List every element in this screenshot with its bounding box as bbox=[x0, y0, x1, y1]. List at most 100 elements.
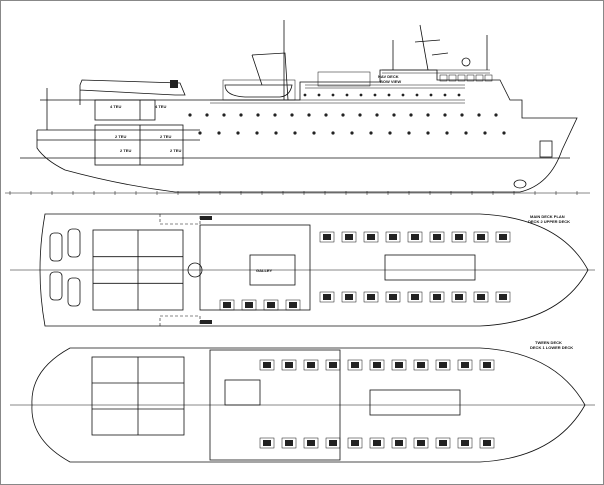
seat-block bbox=[263, 299, 279, 311]
crane bbox=[79, 79, 186, 105]
upper-title-line-2: DECK 2 UPPER DECK bbox=[528, 219, 570, 224]
seat-block bbox=[219, 299, 235, 311]
seat-icon bbox=[373, 440, 381, 446]
seat-icon bbox=[307, 362, 315, 368]
porthole bbox=[494, 113, 498, 117]
seat-block bbox=[319, 291, 335, 303]
porthole bbox=[256, 113, 260, 117]
profile-title-line-2: BOW VIEW bbox=[380, 79, 401, 84]
porthole bbox=[345, 93, 349, 97]
seat-block bbox=[341, 231, 357, 243]
bridge-window bbox=[439, 74, 448, 82]
seat-icon bbox=[455, 294, 463, 300]
seat-icon bbox=[483, 362, 491, 368]
porthole bbox=[359, 93, 363, 97]
seat-icon bbox=[389, 234, 397, 240]
seat-block bbox=[473, 231, 489, 243]
cargo-label: 2 TEU bbox=[120, 148, 131, 153]
porthole bbox=[331, 131, 335, 135]
seat-icon bbox=[289, 302, 297, 308]
seat-icon bbox=[367, 294, 375, 300]
seat-icon bbox=[245, 302, 253, 308]
bridge-window bbox=[484, 74, 493, 82]
porthole bbox=[401, 93, 405, 97]
seat-block bbox=[429, 291, 445, 303]
porthole bbox=[464, 131, 468, 135]
seat-block bbox=[435, 359, 451, 371]
seat-icon bbox=[267, 302, 275, 308]
bridge-window bbox=[475, 74, 484, 82]
seat-icon bbox=[307, 440, 315, 446]
lower-title-line-1: TWEEN DECK bbox=[535, 340, 562, 345]
cargo-label: 4 TEU bbox=[155, 104, 166, 109]
porthole bbox=[303, 93, 307, 97]
porthole bbox=[445, 131, 449, 135]
porthole bbox=[477, 113, 481, 117]
main-mast bbox=[414, 24, 449, 71]
porthole bbox=[375, 113, 379, 117]
seat-block bbox=[435, 437, 451, 449]
porthole bbox=[236, 131, 240, 135]
seat-block bbox=[303, 437, 319, 449]
seat-icon bbox=[329, 362, 337, 368]
porthole bbox=[443, 113, 447, 117]
seat-block bbox=[385, 231, 401, 243]
porthole bbox=[307, 113, 311, 117]
seat-block bbox=[457, 437, 473, 449]
porthole bbox=[350, 131, 354, 135]
seat-icon bbox=[223, 302, 231, 308]
car-icon bbox=[67, 228, 81, 258]
seat-icon bbox=[285, 362, 293, 368]
seat-icon bbox=[433, 294, 441, 300]
porthole bbox=[188, 113, 192, 117]
seat-icon bbox=[345, 294, 353, 300]
seat-block bbox=[347, 359, 363, 371]
seat-block bbox=[341, 291, 357, 303]
seat-icon bbox=[417, 362, 425, 368]
seat-block bbox=[479, 359, 495, 371]
seat-block bbox=[363, 231, 379, 243]
seat-icon bbox=[373, 362, 381, 368]
porthole bbox=[222, 113, 226, 117]
porthole bbox=[483, 131, 487, 135]
seat-block bbox=[319, 231, 335, 243]
seat-block bbox=[495, 291, 511, 303]
upper-title-line-1: MAIN DECK PLAN bbox=[530, 214, 565, 219]
seat-block bbox=[241, 299, 257, 311]
seat-block bbox=[407, 291, 423, 303]
seat-block bbox=[407, 231, 423, 243]
car-icon bbox=[49, 271, 63, 301]
porthole bbox=[409, 113, 413, 117]
hull-outline bbox=[36, 69, 578, 193]
porthole bbox=[387, 93, 391, 97]
porthole bbox=[369, 131, 373, 135]
porthole bbox=[293, 131, 297, 135]
car-icon bbox=[49, 232, 63, 262]
seat-block bbox=[385, 291, 401, 303]
porthole bbox=[460, 113, 464, 117]
seat-icon bbox=[285, 440, 293, 446]
seat-block bbox=[391, 359, 407, 371]
seat-icon bbox=[461, 362, 469, 368]
seat-icon bbox=[329, 440, 337, 446]
lifeboat bbox=[224, 84, 293, 98]
seat-icon bbox=[499, 294, 507, 300]
upper-deck-plan: MAIN DECK PLAN DECK 2 UPPER DECK GALLEY bbox=[10, 213, 595, 327]
profile-title-line-1: NAV DECK bbox=[378, 74, 399, 79]
cargo-label: 2 TEU bbox=[115, 134, 126, 139]
seat-block bbox=[451, 291, 467, 303]
porthole bbox=[457, 93, 461, 97]
porthole bbox=[255, 131, 259, 135]
porthole bbox=[341, 113, 345, 117]
upper-deck-outline bbox=[39, 213, 589, 327]
bridge-window bbox=[457, 74, 466, 82]
seat-icon bbox=[477, 294, 485, 300]
seat-block bbox=[259, 359, 275, 371]
seat-icon bbox=[411, 294, 419, 300]
seat-icon bbox=[395, 362, 403, 368]
seat-icon bbox=[411, 234, 419, 240]
porthole bbox=[407, 131, 411, 135]
cargo-label: 4 TEU bbox=[110, 104, 121, 109]
porthole bbox=[429, 93, 433, 97]
